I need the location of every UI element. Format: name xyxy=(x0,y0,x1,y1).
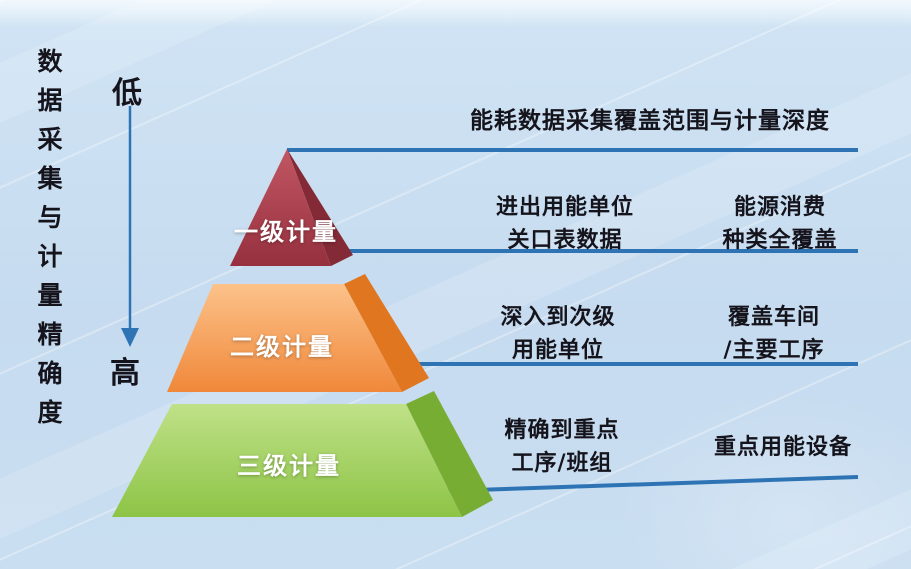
axis-high-label: 高 xyxy=(110,356,140,391)
diagram-title: 能耗数据采集覆盖范围与计量深度 xyxy=(470,108,830,134)
pyramid-level-3-side-face xyxy=(406,391,493,517)
pyramid-level-2-front-face xyxy=(167,284,402,392)
connector-line-level-3 xyxy=(445,475,859,493)
pyramid-level-2-side-face xyxy=(344,274,429,392)
axis-low-label: 低 xyxy=(112,76,142,111)
vertical-axis-label: 数据采集与计量精确度 xyxy=(34,48,63,438)
level-1-coverage-text: 能源消费 种类全覆盖 xyxy=(722,195,838,253)
axis-arrow-head-icon xyxy=(121,328,139,347)
pyramid-level-3-label: 三级计量 xyxy=(237,452,341,480)
level-3-scope-text: 精确到重点 工序/班组 xyxy=(504,418,620,476)
level-1-scope-text: 进出用能单位 关口表数据 xyxy=(495,195,634,253)
pyramid-level-1-front-face xyxy=(230,149,331,266)
pyramid-level-1-side-face xyxy=(287,149,353,266)
pyramid-level-1-label: 一级计量 xyxy=(234,218,338,246)
level-2-scope-text: 深入到次级 用能单位 xyxy=(500,305,616,363)
pyramid-level-2-label: 二级计量 xyxy=(230,333,334,361)
level-3-coverage-text: 重点用能设备 xyxy=(713,435,852,460)
level-2-coverage-text: 覆盖车间 /主要工序 xyxy=(723,305,825,363)
pyramid-level-3-front-face xyxy=(112,404,462,517)
